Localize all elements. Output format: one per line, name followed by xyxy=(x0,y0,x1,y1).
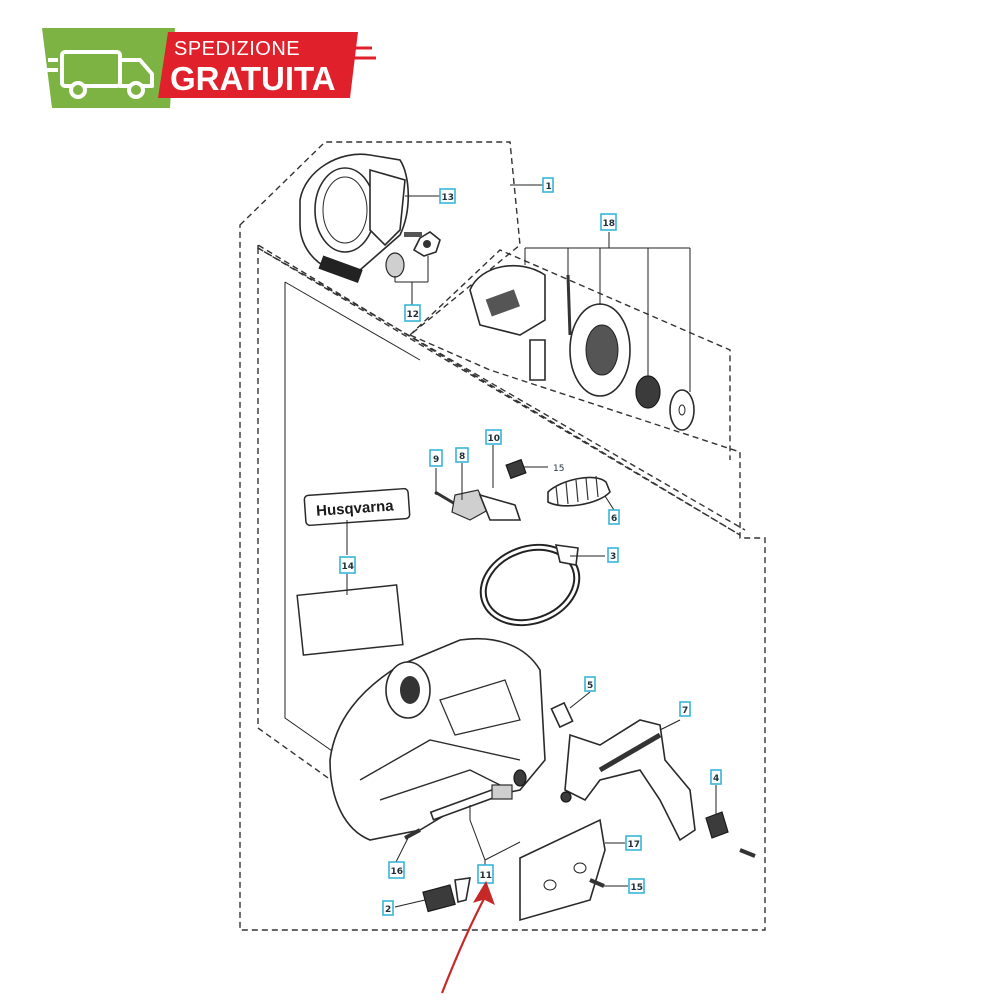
warning-decal xyxy=(296,584,404,656)
svg-text:7: 7 xyxy=(682,706,688,716)
sprocket-cover xyxy=(299,153,410,284)
callout-14: 14 xyxy=(339,556,356,574)
svg-text:14: 14 xyxy=(342,562,355,572)
callout-7: 7 xyxy=(679,701,691,717)
clutch-cover-body xyxy=(329,638,546,841)
chain-guard xyxy=(560,719,756,858)
svg-text:1: 1 xyxy=(546,182,552,192)
inner-left-line xyxy=(257,248,346,791)
inner-dash-line xyxy=(257,243,741,536)
svg-text:12: 12 xyxy=(407,310,420,320)
badge-line-1: SPEDIZIONE xyxy=(174,38,300,60)
side-plate xyxy=(519,818,606,922)
svg-text:3: 3 xyxy=(610,552,616,562)
svg-text:18: 18 xyxy=(603,219,616,229)
callout-12: 12 xyxy=(404,304,421,322)
callout-4: 4 xyxy=(710,769,722,785)
svg-text:4: 4 xyxy=(713,774,719,784)
callout-2: 2 xyxy=(382,900,394,916)
highlight-arrow xyxy=(440,880,495,994)
husqvarna-logo: Husqvarna xyxy=(316,497,395,519)
callout-13: 13 xyxy=(439,188,456,204)
brake-linkage xyxy=(434,458,611,521)
badge-line-2: GRATUITA xyxy=(170,60,336,97)
leader-lines xyxy=(346,184,717,908)
clutch-assembly xyxy=(469,264,695,431)
cover-top-line xyxy=(284,281,421,361)
callout-10: 10 xyxy=(485,429,502,445)
pin xyxy=(550,701,574,729)
svg-text:15: 15 xyxy=(631,883,644,893)
svg-text:17: 17 xyxy=(628,840,641,850)
callout-8: 8 xyxy=(455,447,469,463)
svg-text:13: 13 xyxy=(442,193,455,203)
svg-text:5: 5 xyxy=(587,681,593,691)
svg-text:16: 16 xyxy=(391,867,404,877)
outer-group-outline xyxy=(239,141,766,931)
svg-text:11: 11 xyxy=(480,871,493,881)
svg-text:8: 8 xyxy=(459,452,465,462)
chain-tensioner-block xyxy=(422,884,456,913)
plain-label-15: 15 xyxy=(553,464,564,474)
svg-text:2: 2 xyxy=(385,905,391,915)
adjuster-plate xyxy=(454,877,471,903)
callout-9: 9 xyxy=(429,449,443,467)
screw xyxy=(404,828,421,840)
brake-band xyxy=(479,543,581,627)
clutch-group-outline xyxy=(409,249,731,460)
callout-16: 16 xyxy=(388,861,405,879)
callout-18: 18 xyxy=(600,213,617,231)
brand-decal: Husqvarna xyxy=(303,487,411,527)
callout-1: 1 xyxy=(542,177,554,193)
callout-3: 3 xyxy=(607,547,619,563)
callout-15: 15 xyxy=(628,878,645,894)
free-shipping-badge: SPEDIZIONE GRATUITA xyxy=(42,28,376,108)
svg-text:9: 9 xyxy=(433,455,439,465)
callout-6: 6 xyxy=(608,509,620,525)
delivery-truck-icon xyxy=(44,50,154,99)
callout-11: 11 xyxy=(477,864,494,884)
callout-17: 17 xyxy=(625,835,642,851)
callout-5: 5 xyxy=(584,676,596,692)
svg-text:10: 10 xyxy=(488,434,501,444)
inner-diagonal-line xyxy=(257,247,746,531)
badge-red-panel xyxy=(158,32,358,98)
svg-text:6: 6 xyxy=(611,514,617,524)
cover-bracket-line xyxy=(284,282,346,761)
spring xyxy=(547,475,611,507)
sprocket-parts xyxy=(385,231,441,278)
